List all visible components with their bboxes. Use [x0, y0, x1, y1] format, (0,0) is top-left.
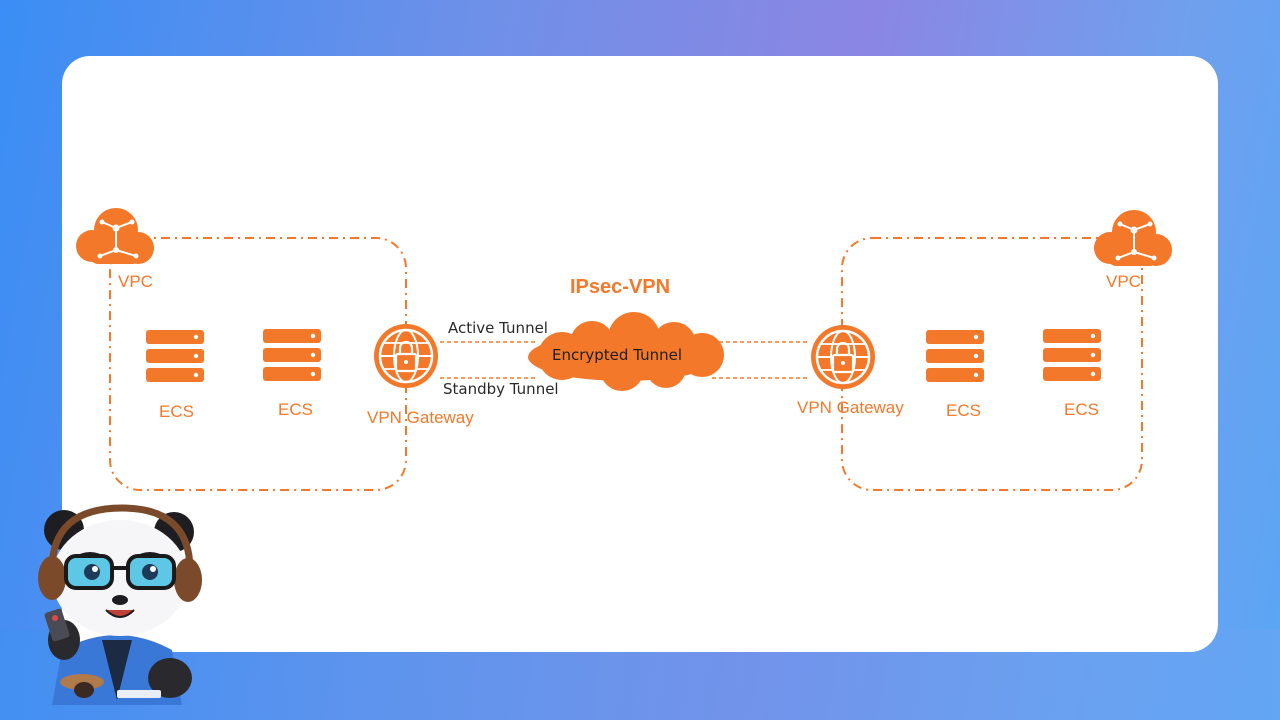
- left-server-1-icon: [146, 330, 204, 382]
- left-vpn-gateway-label: VPN Gateway: [367, 408, 474, 427]
- left-server-1-label: ECS: [159, 402, 194, 421]
- right-vpc-label: VPC: [1106, 272, 1141, 291]
- right-server-2-icon: [1043, 329, 1101, 381]
- left-server-2-label: ECS: [278, 400, 313, 419]
- active-tunnel-label: Active Tunnel: [448, 319, 548, 337]
- right-server-2-label: ECS: [1064, 400, 1099, 419]
- right-vpc-boundary: [841, 237, 1143, 491]
- left-server-2-icon: [263, 329, 321, 381]
- left-vpn-gateway-icon: [372, 322, 440, 390]
- network-diagram: [75, 207, 1173, 491]
- diagram-title: IPsec-VPN: [570, 276, 671, 298]
- left-vpc-boundary: [109, 237, 407, 491]
- right-server-1-icon: [926, 330, 984, 382]
- right-server-1-label: ECS: [946, 401, 981, 420]
- right-vpn-gateway-label: VPN Gateway: [797, 398, 904, 417]
- right-vpc-cloud-icon: [1093, 209, 1173, 267]
- encrypted-tunnel-label: Encrypted Tunnel: [552, 346, 682, 364]
- standby-tunnel-label: Standby Tunnel: [443, 380, 559, 398]
- panda-mascot: [38, 504, 202, 705]
- left-vpc-label: VPC: [118, 272, 153, 291]
- right-vpn-gateway-icon: [809, 323, 877, 391]
- diagram-card: IPsec-VPN VPC VPC ECS ECS ECS ECS VPN Ga…: [62, 56, 1218, 652]
- left-vpc-cloud-icon: [75, 207, 155, 265]
- encrypted-tunnel-cloud-icon: [528, 312, 724, 391]
